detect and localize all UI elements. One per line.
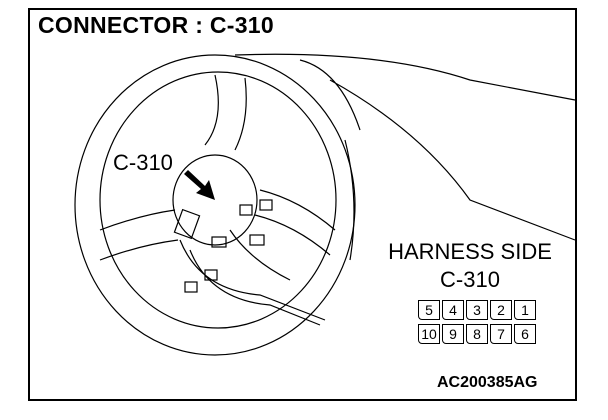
pin: 4 <box>442 300 464 320</box>
spoke-left <box>99 209 179 261</box>
connector-top-row: 5 4 3 2 1 <box>418 300 538 320</box>
connector-bottom-row: 10 9 8 7 6 <box>418 324 538 344</box>
harness-side-label: HARNESS SIDE <box>388 239 552 264</box>
wire-harness <box>179 229 326 326</box>
pin: 6 <box>514 324 536 344</box>
pin: 10 <box>418 324 440 344</box>
figure-code: AC200385AG <box>437 374 538 391</box>
harness-side-heading: HARNESS SIDE C-310 <box>370 238 570 294</box>
spoke-upper <box>204 74 247 151</box>
clock-spring <box>172 154 258 246</box>
connector-pinout: 5 4 3 2 1 10 9 8 7 6 <box>418 300 538 344</box>
diagram-title: CONNECTOR : C-310 <box>38 12 274 38</box>
callout-arrow-icon <box>184 170 215 200</box>
pin: 5 <box>418 300 440 320</box>
spoke-right <box>254 189 336 256</box>
connector-callout-label: C-310 <box>113 150 173 175</box>
diagram-frame <box>28 8 577 401</box>
steering-wheel-rim-outer <box>74 54 356 356</box>
harness-side-connector: C-310 <box>440 267 500 292</box>
pin: 8 <box>466 324 488 344</box>
pin: 3 <box>466 300 488 320</box>
pin: 9 <box>442 324 464 344</box>
dashboard-outline <box>234 53 576 261</box>
pin: 2 <box>490 300 512 320</box>
pin: 1 <box>514 300 536 320</box>
pin: 7 <box>490 324 512 344</box>
steering-wheel-rim-inner <box>99 71 337 329</box>
